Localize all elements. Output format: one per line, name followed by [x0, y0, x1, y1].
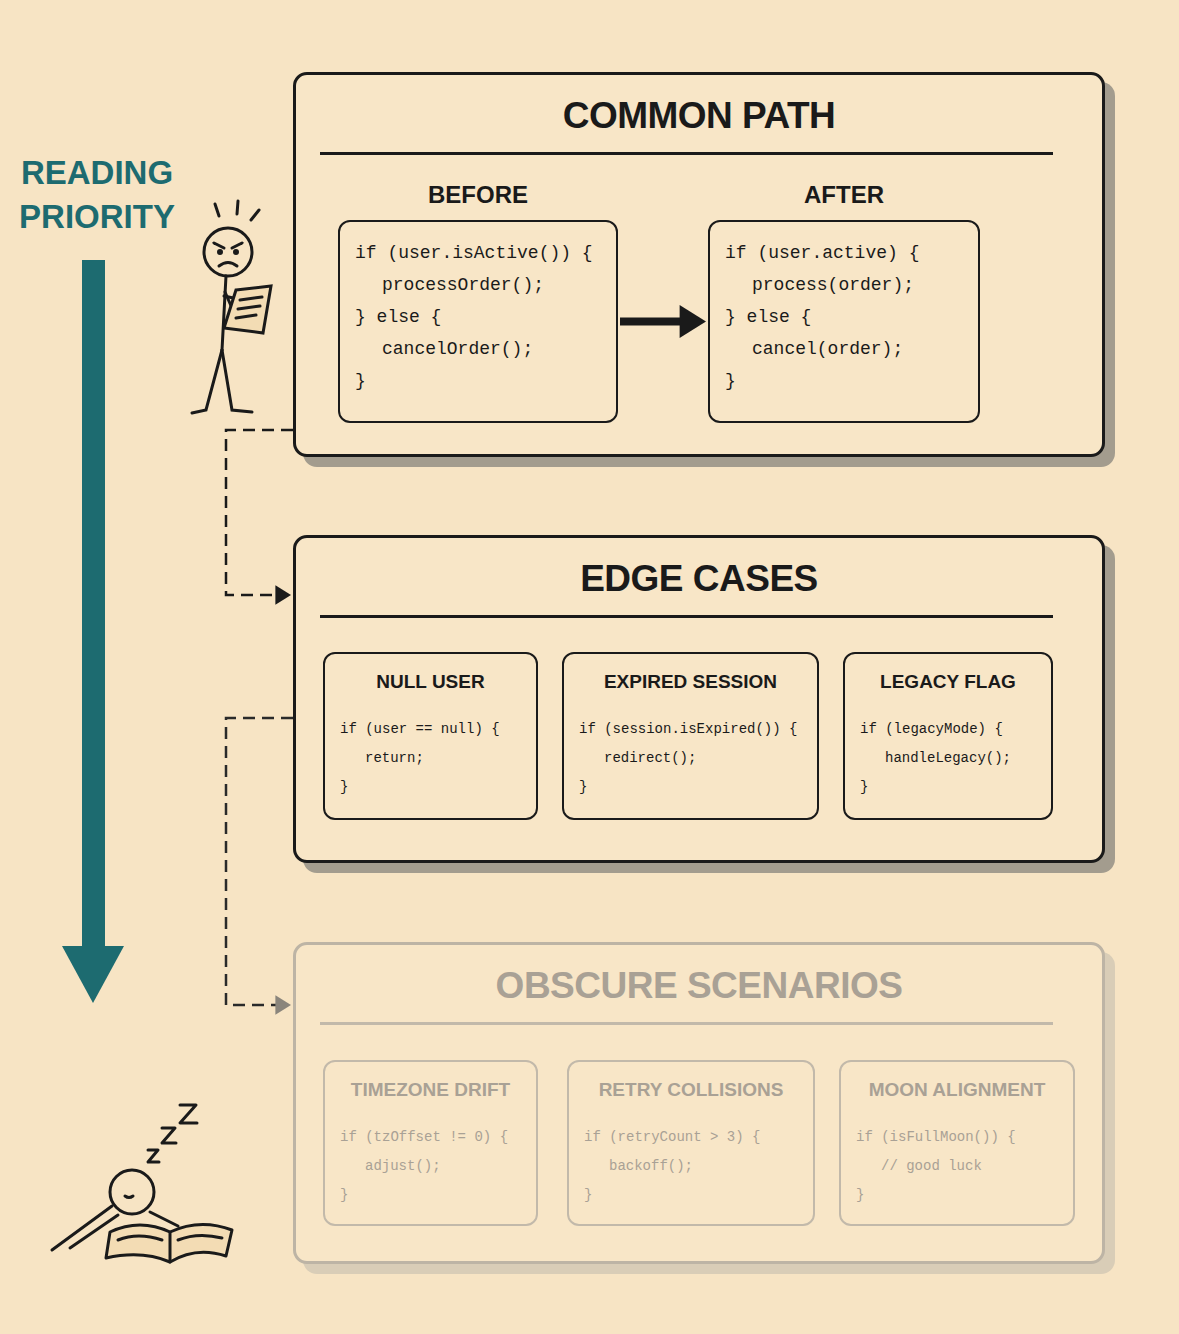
code-box: BEFOREif (user.isActive()) {processOrder…	[338, 220, 618, 423]
code-block: if (retryCount > 3) {backoff();}	[584, 1123, 760, 1210]
code-block: if (user.isActive()) {processOrder();} e…	[355, 237, 593, 397]
section-title: EDGE CASES	[296, 554, 1102, 604]
dashed-connector	[226, 430, 293, 605]
code-line: }	[725, 365, 919, 397]
title-underline	[320, 1022, 1053, 1025]
code-line: }	[860, 773, 1011, 802]
code-line: } else {	[355, 301, 593, 333]
dashed-connector	[226, 718, 293, 1015]
connector-line	[226, 718, 293, 1005]
title-underline	[320, 152, 1053, 155]
code-heading: BEFORE	[340, 180, 616, 210]
code-line: }	[856, 1181, 1016, 1210]
code-line: }	[579, 773, 797, 802]
case-box: MOON ALIGNMENT if (isFullMoon()) {// good…	[839, 1060, 1075, 1226]
code-line: if (session.isExpired()) {	[579, 715, 797, 744]
case-heading: MOON ALIGNMENT	[841, 1075, 1073, 1105]
section-box: OBSCURE SCENARIOS TIMEZONE DRIFT if (tzOff…	[293, 942, 1105, 1264]
code-line: cancelOrder();	[355, 333, 593, 365]
code-heading: AFTER	[710, 180, 978, 210]
code-block: if (user == null) {return;}	[340, 715, 500, 802]
code-line: return;	[340, 744, 500, 773]
code-line: handleLegacy();	[860, 744, 1011, 773]
priority-label: READING PRIORITY	[17, 151, 177, 239]
flow-arrow	[620, 305, 706, 338]
code-line: if (tzOffset != 0) {	[340, 1123, 508, 1152]
arrow-head	[275, 585, 291, 605]
case-heading: EXPIRED SESSION	[564, 667, 817, 697]
code-line: }	[340, 1181, 508, 1210]
section-box: EDGE CASESNULL USERif (user == null) {re…	[293, 535, 1105, 863]
section-title: OBSCURE SCENARIOS	[296, 961, 1102, 1011]
code-block: if (session.isExpired()) {redirect();}	[579, 715, 797, 802]
code-line: if (user == null) {	[340, 715, 500, 744]
code-block: if (tzOffset != 0) {adjust();}	[340, 1123, 508, 1210]
sleeping-reader	[52, 1170, 232, 1262]
section-title: COMMON PATH	[296, 91, 1102, 141]
code-line: if (user.active) {	[725, 237, 919, 269]
code-line: }	[340, 773, 500, 802]
code-line: // good luck	[856, 1152, 1016, 1181]
connector-line	[620, 318, 682, 326]
code-line: cancel(order);	[725, 333, 919, 365]
code-line: processOrder();	[355, 269, 593, 301]
title-underline	[320, 615, 1053, 618]
case-box: NULL USER if (user == null) {return;}	[323, 652, 538, 820]
code-line: } else {	[725, 301, 919, 333]
code-line: if (legacyMode) {	[860, 715, 1011, 744]
case-heading: TIMEZONE DRIFT	[325, 1075, 536, 1105]
case-heading: LEGACY FLAG	[845, 667, 1051, 697]
code-line: if (retryCount > 3) {	[584, 1123, 760, 1152]
code-block: if (legacyMode) {handleLegacy();}	[860, 715, 1011, 802]
code-line: process(order);	[725, 269, 919, 301]
arrow-head	[275, 995, 291, 1015]
case-box: LEGACY FLAG if (legacyMode) {handleLegacy…	[843, 652, 1053, 820]
code-block: if (isFullMoon()) {// good luck}	[856, 1123, 1016, 1210]
priority-arrow-shaft	[82, 260, 105, 950]
connector-line	[226, 430, 293, 595]
angry-reader	[192, 201, 271, 413]
code-line: }	[355, 365, 593, 397]
case-box: EXPIRED SESSION if (session.isExpired()) …	[562, 652, 819, 820]
case-box: RETRY COLLISIONS if (retryCount > 3) {bac…	[567, 1060, 815, 1226]
code-line: }	[584, 1181, 760, 1210]
code-line: backoff();	[584, 1152, 760, 1181]
arrow-head	[680, 305, 706, 338]
sleep-zzz	[148, 1105, 197, 1162]
case-heading: RETRY COLLISIONS	[569, 1075, 813, 1105]
case-box: TIMEZONE DRIFT if (tzOffset != 0) {adjust…	[323, 1060, 538, 1226]
priority-arrow-head	[62, 946, 124, 1003]
code-box: AFTERif (user.active) {process(order);} …	[708, 220, 980, 423]
code-block: if (user.active) {process(order);} else …	[725, 237, 919, 397]
case-heading: NULL USER	[325, 667, 536, 697]
code-line: redirect();	[579, 744, 797, 773]
code-line: if (isFullMoon()) {	[856, 1123, 1016, 1152]
code-line: if (user.isActive()) {	[355, 237, 593, 269]
section-box: COMMON PATHBEFOREif (user.isActive()) {p…	[293, 72, 1105, 457]
code-line: adjust();	[340, 1152, 508, 1181]
